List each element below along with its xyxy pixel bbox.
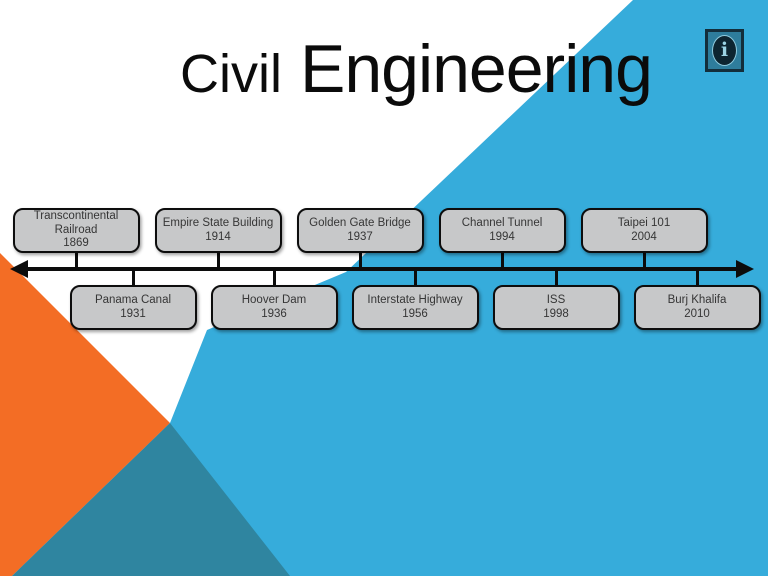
title-word-civil: Civil [180, 44, 282, 104]
timeline-arrowhead-right-icon [736, 260, 754, 278]
event-connector-line [500, 252, 504, 268]
event-year: 1937 [347, 230, 373, 243]
event-connector-line [272, 271, 276, 286]
info-icon: i [712, 35, 737, 66]
event-name: Panama Canal [94, 294, 172, 306]
event-year: 1869 [63, 237, 89, 250]
event-year: 2010 [684, 307, 710, 320]
event-box: ISS 1998 [492, 285, 620, 330]
event-year: 1994 [489, 230, 515, 243]
event-year: 1998 [543, 307, 569, 320]
event-box: Taipei 101 2004 [580, 208, 708, 253]
event-box: Transcontinental Railroad 1869 [12, 208, 140, 253]
event-name: Burj Khalifa [667, 294, 727, 306]
event-connector-line [642, 252, 646, 268]
event-year: 2004 [631, 230, 657, 243]
background-orange-triangle [0, 253, 170, 576]
event-name: Transcontinental Railroad [33, 210, 119, 236]
event-year: 1956 [402, 307, 428, 320]
title-word-engineering: Engineering [300, 31, 653, 107]
event-year: 1914 [205, 230, 231, 243]
timeline-arrowhead-left-icon [10, 260, 28, 278]
event-box: Golden Gate Bridge 1937 [296, 208, 424, 253]
event-year: 1931 [120, 307, 146, 320]
event-box: Interstate Highway 1956 [351, 285, 479, 330]
event-name: ISS [546, 294, 566, 306]
event-connector-line [413, 271, 417, 286]
event-name: Empire State Building [162, 217, 274, 229]
slide-title: Civil Engineering [180, 31, 653, 107]
event-name: Interstate Highway [367, 294, 463, 306]
event-name: Taipei 101 [617, 217, 671, 229]
event-box: Hoover Dam 1936 [210, 285, 338, 330]
event-name: Channel Tunnel [461, 217, 543, 229]
event-connector-line [131, 271, 135, 286]
timeline-axis [26, 267, 738, 271]
info-button[interactable]: i [705, 29, 744, 72]
event-box: Panama Canal 1931 [69, 285, 197, 330]
background-teal-overlap-triangle [12, 423, 290, 576]
event-connector-line [358, 252, 362, 268]
event-name: Golden Gate Bridge [309, 217, 411, 229]
event-box: Empire State Building 1914 [154, 208, 282, 253]
info-icon-glyph: i [720, 38, 729, 61]
event-box: Channel Tunnel 1994 [438, 208, 566, 253]
event-box: Burj Khalifa 2010 [633, 285, 761, 330]
event-connector-line [554, 271, 558, 286]
event-connector-line [216, 252, 220, 268]
event-connector-line [74, 252, 78, 268]
event-year: 1936 [261, 307, 287, 320]
event-connector-line [695, 271, 699, 286]
event-name: Hoover Dam [241, 294, 307, 306]
